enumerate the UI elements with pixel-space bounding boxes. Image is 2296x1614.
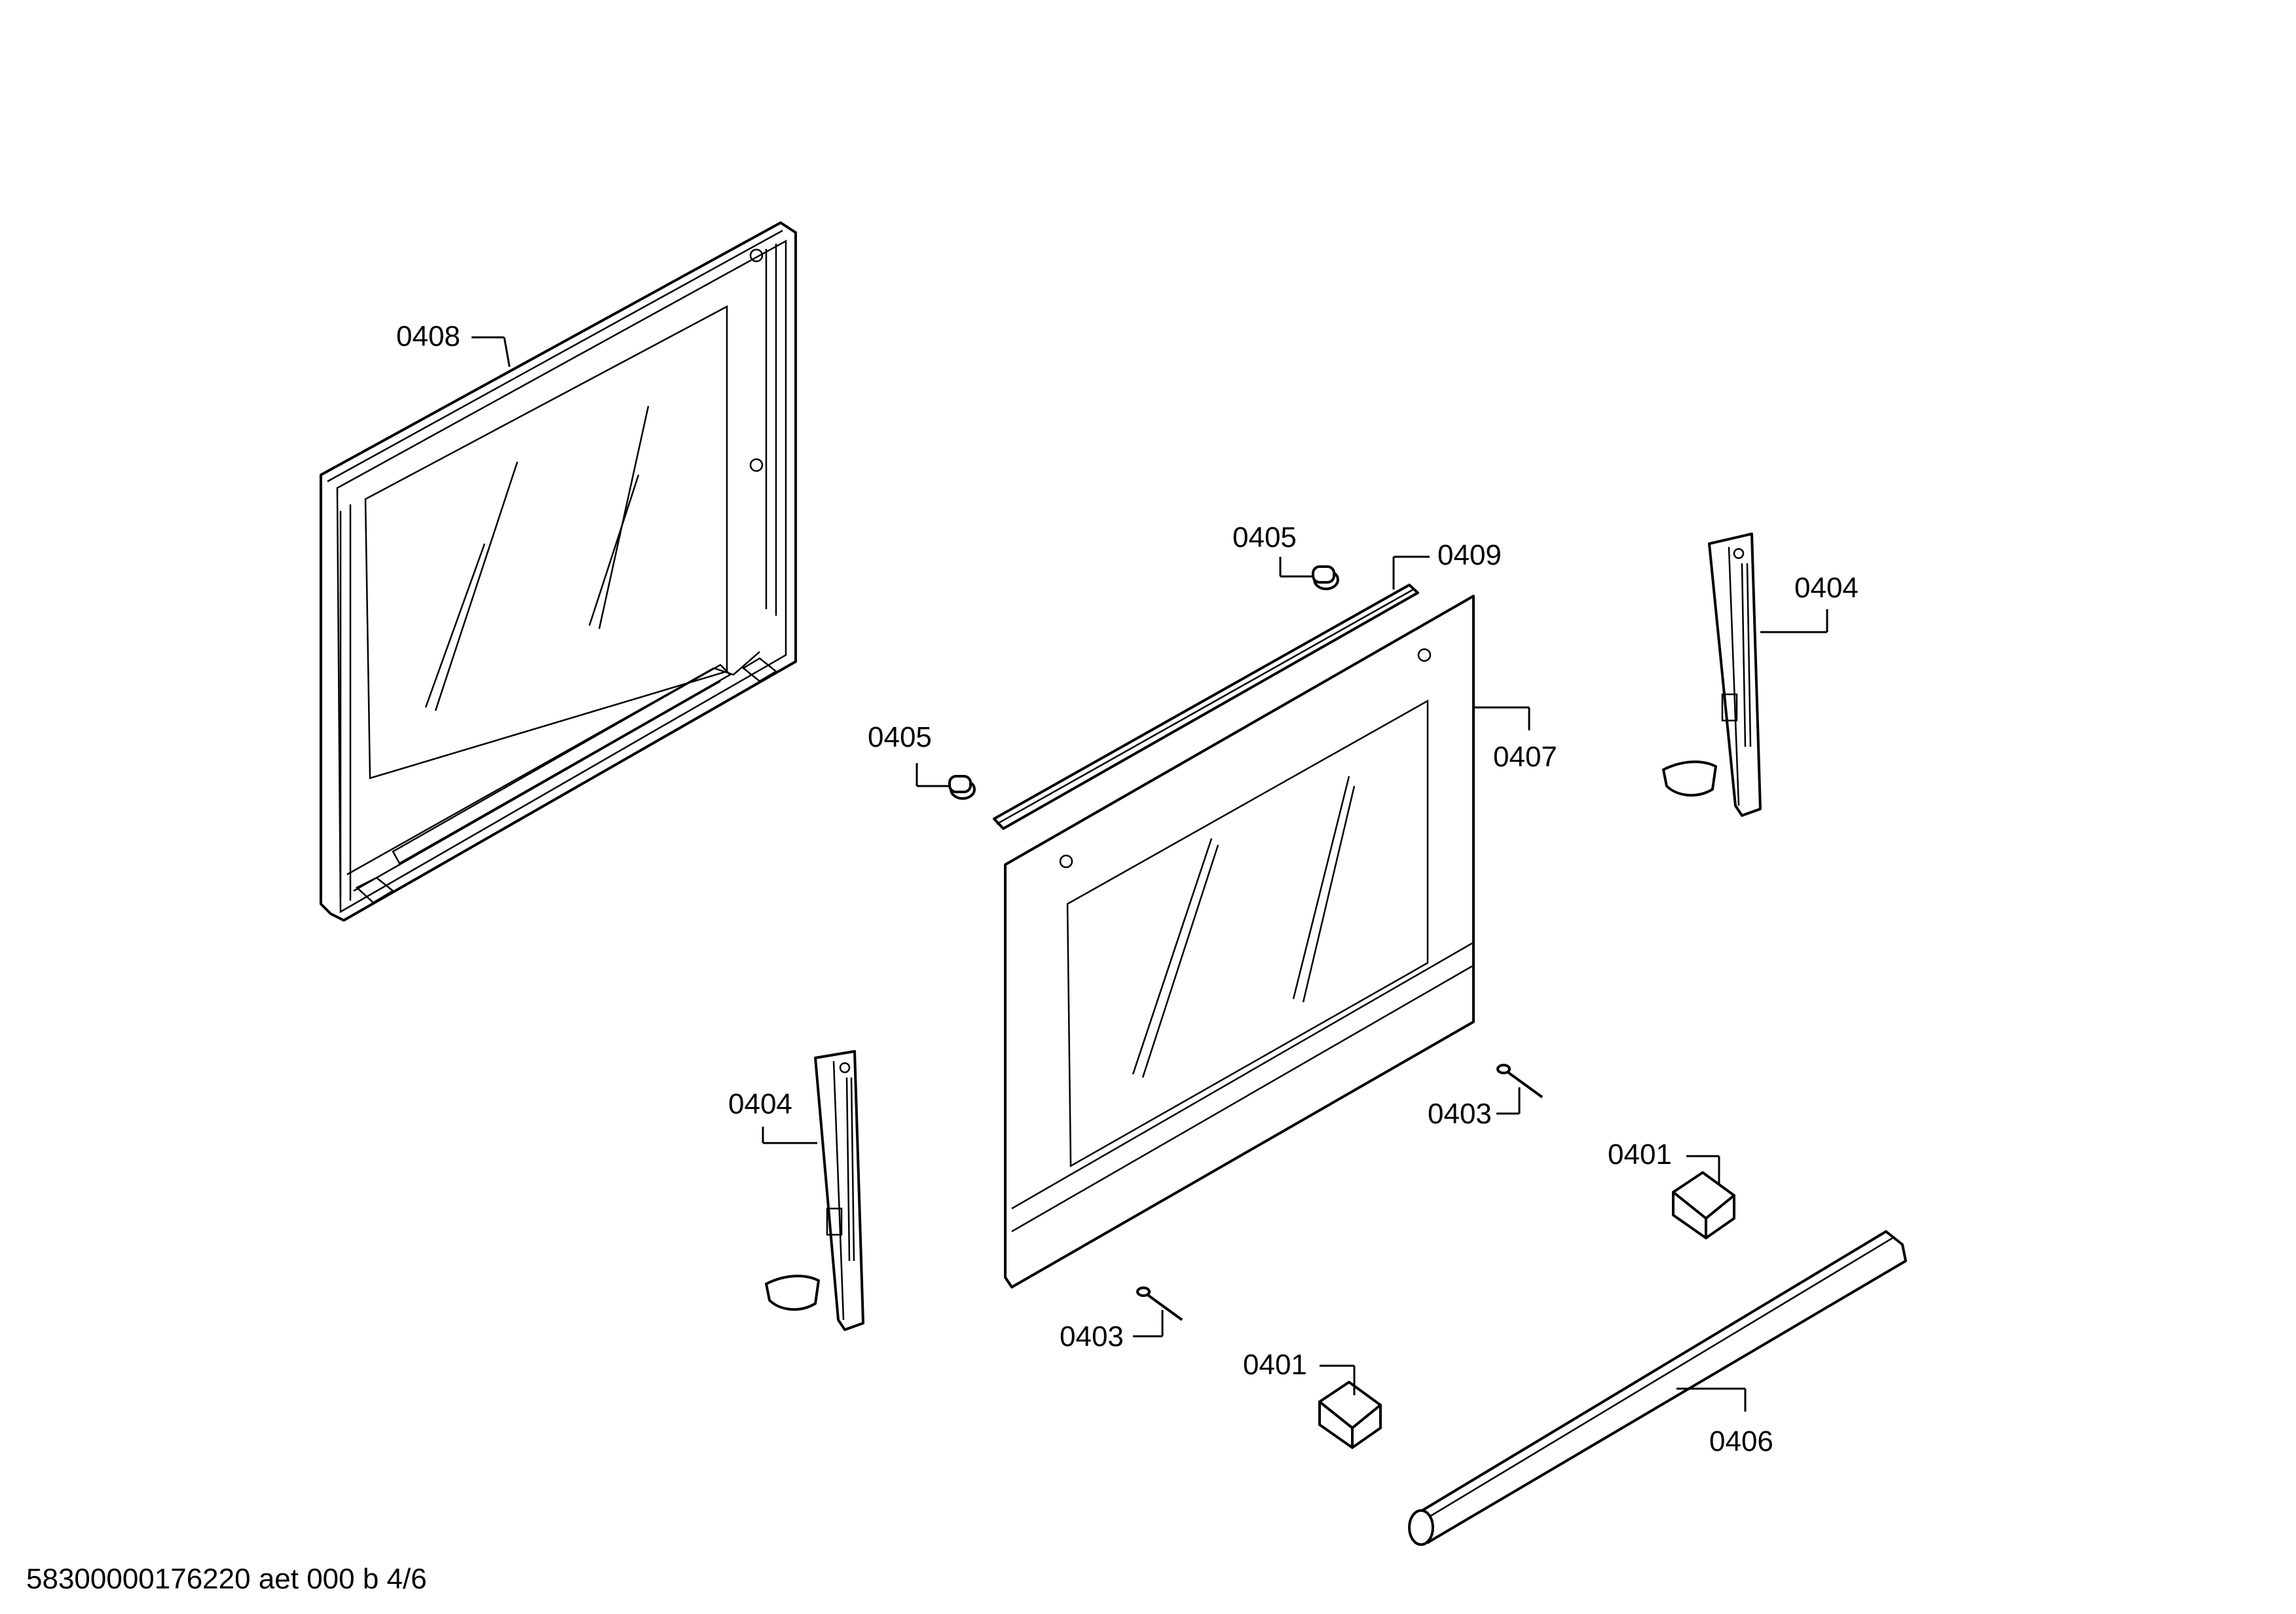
clip-part-right [1672, 1171, 1735, 1239]
callout-0404-left: 0404 [728, 1088, 817, 1144]
label-0403-right: 0403 [1428, 1098, 1492, 1130]
label-0404-right: 0404 [1794, 572, 1859, 604]
door-outer-part [1004, 595, 1475, 1288]
callout-0407: 0407 [1473, 706, 1557, 773]
hinge-part-left [765, 1050, 864, 1331]
label-0403-bottom: 0403 [1060, 1321, 1124, 1353]
callout-0403-bottom: 0403 [1060, 1310, 1164, 1353]
callout-0405-top: 0405 [1232, 521, 1313, 578]
callout-0404-right: 0404 [1760, 572, 1859, 633]
handle-part [1408, 1230, 1907, 1546]
cap-part-left [948, 775, 976, 800]
callout-0406: 0406 [1676, 1387, 1773, 1457]
clip-part-bottom [1318, 1381, 1382, 1449]
screw-part-bottom [1136, 1286, 1183, 1321]
label-0404-left: 0404 [728, 1088, 792, 1120]
callout-0408: 0408 [396, 320, 511, 367]
label-0405-top: 0405 [1232, 521, 1297, 554]
label-0408: 0408 [396, 320, 460, 352]
callout-0401-right: 0401 [1608, 1138, 1720, 1186]
label-0406: 0406 [1709, 1425, 1773, 1457]
label-0407: 0407 [1493, 741, 1557, 773]
label-0401-bottom: 0401 [1243, 1349, 1307, 1381]
label-0401-right: 0401 [1608, 1138, 1672, 1171]
label-0409: 0409 [1437, 539, 1502, 571]
strip-part [993, 584, 1419, 830]
label-0405-left: 0405 [868, 721, 932, 753]
callout-0405-left: 0405 [868, 721, 950, 787]
callout-0403-right: 0403 [1428, 1087, 1521, 1130]
callout-0401-bottom: 0401 [1243, 1349, 1356, 1395]
door-frame-inner-part [320, 221, 797, 922]
hinge-part-right [1662, 533, 1762, 817]
drawing-reference: 58300000176220 aet 000 b 4/6 [26, 1563, 427, 1595]
cap-part-top [1312, 565, 1339, 590]
callout-0409: 0409 [1392, 539, 1502, 590]
screw-part-right [1496, 1064, 1544, 1098]
